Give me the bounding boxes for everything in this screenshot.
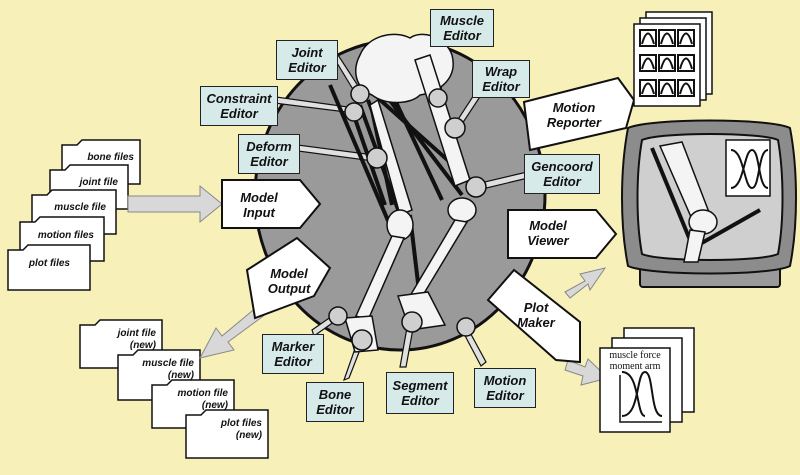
folder-icon bbox=[185, 409, 269, 459]
joint-dot-constraint bbox=[344, 102, 364, 122]
output-file-label: motion file (new) bbox=[177, 388, 228, 411]
joint-dot-segment bbox=[401, 311, 423, 333]
model-input-arrow bbox=[221, 179, 322, 229]
wrap-editor-label[interactable]: Wrap Editor bbox=[472, 60, 530, 98]
model-input-label[interactable]: Model Input bbox=[240, 190, 278, 220]
plot-paper-icon bbox=[599, 327, 695, 433]
input-flow-arrow bbox=[127, 184, 223, 224]
input-file-label: motion files bbox=[37, 230, 94, 241]
deform-editor-label[interactable]: Deform Editor bbox=[238, 134, 300, 174]
joint-dot-bone bbox=[351, 329, 373, 351]
model-output-arrow bbox=[245, 236, 332, 320]
flow-arrows bbox=[127, 184, 609, 386]
motion-reporter-arrow bbox=[522, 76, 636, 152]
output-file-label: muscle file (new) bbox=[142, 358, 194, 381]
joint-dot-marker bbox=[328, 306, 348, 326]
model-viewer-label[interactable]: Model Viewer bbox=[527, 218, 569, 248]
output-folder-stack bbox=[79, 319, 269, 459]
input-file-label: muscle file bbox=[54, 202, 106, 213]
output-flow-arrow bbox=[199, 305, 267, 359]
gencoord-editor-label[interactable]: Gencoord Editor bbox=[524, 154, 600, 194]
folder-icon bbox=[7, 244, 91, 291]
joint-dot-wrap bbox=[444, 117, 466, 139]
joint-dot-deform bbox=[366, 147, 388, 169]
joint-editor-label[interactable]: Joint Editor bbox=[276, 40, 338, 80]
constraint-editor-label[interactable]: Constraint Editor bbox=[200, 86, 278, 126]
joint-dot-motion bbox=[456, 317, 476, 337]
motion-reporter-label[interactable]: Motion Reporter bbox=[546, 100, 602, 130]
output-file-label: plot files (new) bbox=[220, 418, 262, 441]
viewer-flow-arrow bbox=[564, 267, 607, 299]
model-output-label[interactable]: Model Output bbox=[267, 266, 311, 296]
input-file-label: bone files bbox=[87, 152, 134, 163]
skeleton-leg-icon bbox=[328, 33, 477, 353]
report-pages-icon bbox=[633, 11, 713, 107]
knee-right bbox=[447, 197, 477, 223]
tool-arrows bbox=[221, 76, 636, 364]
plot-maker-arrow bbox=[486, 268, 581, 364]
muscle-editor-label[interactable]: Muscle Editor bbox=[430, 9, 494, 47]
bone-editor-label[interactable]: Bone Editor bbox=[306, 382, 364, 422]
input-file-label: plot files bbox=[28, 258, 70, 269]
plot-maker-label[interactable]: Plot Maker bbox=[517, 300, 555, 330]
monitor-icon bbox=[621, 119, 797, 288]
knee-left bbox=[386, 209, 414, 241]
segment-editor-label[interactable]: Segment Editor bbox=[386, 372, 454, 414]
model-viewer-arrow bbox=[507, 209, 618, 259]
input-folder-stack bbox=[7, 139, 141, 291]
motion-editor-label[interactable]: Motion Editor bbox=[474, 368, 536, 408]
joint-dots bbox=[328, 84, 487, 351]
femur-left bbox=[369, 98, 413, 217]
marker-editor-label[interactable]: Marker Editor bbox=[262, 334, 324, 374]
joint-dot-gencoord bbox=[465, 176, 487, 198]
joint-dot-muscle bbox=[428, 88, 448, 108]
joint-dot-hip bbox=[350, 84, 370, 104]
plot-flow-arrow bbox=[564, 358, 609, 386]
plot-paper-label: muscle force moment arm bbox=[609, 350, 661, 372]
input-file-label: joint file bbox=[79, 177, 118, 188]
output-file-label: joint file (new) bbox=[117, 328, 156, 351]
